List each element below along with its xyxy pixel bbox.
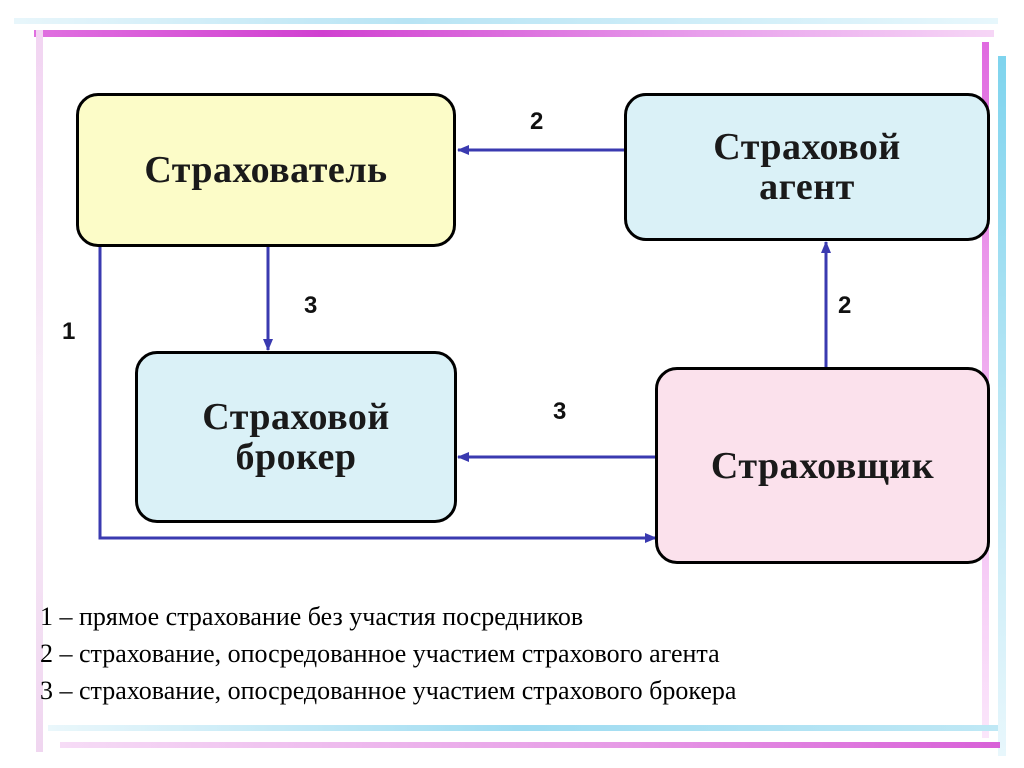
edge-label-insured-to-insurer: 1 — [62, 318, 76, 345]
broker-box: Страховой брокер — [135, 351, 457, 523]
frame-top-light-bar — [14, 18, 998, 24]
legend-item-2: 2 – страхование, опосредованное участием… — [40, 639, 720, 668]
frame-right-cyan-bar — [998, 56, 1006, 756]
arrow-insured-to-insurer — [98, 246, 657, 543]
insurer-box: Страховщик — [655, 367, 990, 564]
frame-bottom-cyan-bar — [48, 725, 998, 731]
legend-item-1: 1 – прямое страхование без участия посре… — [40, 602, 584, 631]
frame-top-magenta-bar — [34, 30, 994, 37]
edge-label-insured-to-broker: 3 — [304, 292, 318, 319]
edge-label-insurer-to-agent: 2 — [838, 292, 852, 319]
agent-box: Страховой агент — [624, 93, 990, 241]
broker-label: Страховой брокер — [202, 396, 390, 478]
frame-bottom-magenta-bar — [60, 742, 1000, 748]
insured-label: Страхователь — [144, 149, 388, 191]
agent-label: Страховой агент — [713, 126, 901, 208]
edge-label-agent-to-insured: 2 — [530, 108, 544, 135]
insurer-label: Страховщик — [710, 444, 935, 487]
edge-label-insurer-to-broker: 3 — [553, 398, 567, 425]
frame-left-bar — [36, 30, 43, 752]
legend: 1 – прямое страхование без участия посре… — [40, 598, 736, 709]
insured-box: Страхователь — [76, 93, 456, 247]
legend-item-3: 3 – страхование, опосредованное участием… — [40, 676, 737, 705]
